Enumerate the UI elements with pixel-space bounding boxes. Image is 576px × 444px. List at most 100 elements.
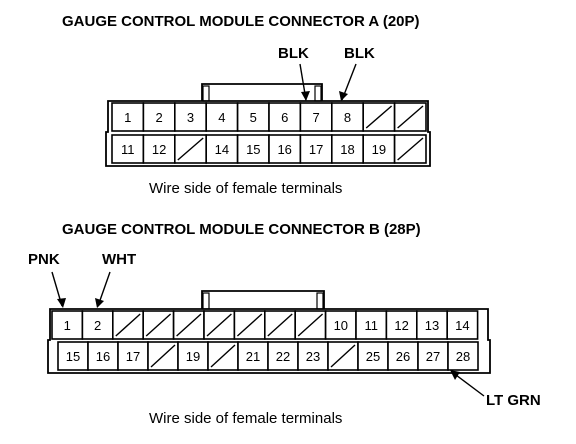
- connector-a-title: GAUGE CONTROL MODULE CONNECTOR A (20P): [62, 13, 420, 30]
- terminal-number: 8: [344, 110, 351, 125]
- blank-cavity: [112, 310, 145, 340]
- connector-a-callout-blk-7: BLK: [278, 45, 309, 62]
- blank-cavity-slash: [330, 344, 356, 368]
- terminal-17: 17: [299, 134, 333, 164]
- connector-b-caption: Wire side of female terminals: [149, 410, 342, 427]
- blank-cavity-slash: [115, 313, 141, 337]
- blank-cavity: [233, 310, 266, 340]
- terminal-11: 11: [111, 134, 145, 164]
- blank-cavity-slash: [267, 313, 293, 337]
- terminal-number: 10: [334, 318, 348, 333]
- terminal-25: 25: [357, 341, 389, 371]
- terminal-number: 5: [250, 110, 257, 125]
- terminal-number: 17: [309, 142, 323, 157]
- terminal-number: 19: [186, 349, 200, 364]
- connector-a-caption: Wire side of female terminals: [149, 180, 342, 197]
- terminal-number: 28: [456, 349, 470, 364]
- blank-cavity-slash: [176, 313, 202, 337]
- connector-a-housing: [105, 100, 431, 167]
- terminal-number: 21: [246, 349, 260, 364]
- terminal-number: 3: [187, 110, 194, 125]
- terminal-number: 14: [455, 318, 469, 333]
- connector-b-callout-wht: WHT: [102, 251, 136, 268]
- terminal-18: 18: [330, 134, 364, 164]
- blank-cavity: [147, 341, 179, 371]
- terminal-19: 19: [362, 134, 396, 164]
- connector-b-title: GAUGE CONTROL MODULE CONNECTOR B (28P): [62, 221, 421, 238]
- terminal-number: 15: [66, 349, 80, 364]
- connector-b-arrow-pnk: [57, 298, 66, 308]
- terminal-8: 8: [330, 102, 364, 132]
- blank-cavity: [294, 310, 327, 340]
- terminal-number: 18: [340, 142, 354, 157]
- terminal-number: 13: [425, 318, 439, 333]
- terminal-10: 10: [324, 310, 357, 340]
- terminal-6: 6: [268, 102, 302, 132]
- connector-b-callout-lt-grn: LT GRN: [486, 392, 541, 409]
- blank-cavity: [207, 341, 239, 371]
- connector-a-arrow-8: [339, 91, 348, 101]
- terminal-number: 6: [281, 110, 288, 125]
- connector-a-bottom-row: 11 12 14 15 16 17 18 19: [111, 134, 427, 164]
- terminal-number: 11: [364, 318, 378, 333]
- terminal-1: 1: [51, 310, 84, 340]
- terminal-number: 2: [155, 110, 162, 125]
- terminal-number: 15: [246, 142, 260, 157]
- blank-cavity: [203, 310, 236, 340]
- terminal-2: 2: [142, 102, 176, 132]
- terminal-28: 28: [447, 341, 479, 371]
- terminal-number: 26: [396, 349, 410, 364]
- terminal-number: 25: [366, 349, 380, 364]
- blank-cavity-slash: [365, 105, 393, 129]
- terminal-17: 17: [117, 341, 149, 371]
- terminal-number: 23: [306, 349, 320, 364]
- terminal-number: 12: [394, 318, 408, 333]
- terminal-15: 15: [57, 341, 89, 371]
- blank-cavity: [362, 102, 396, 132]
- blank-cavity-slash: [297, 313, 324, 337]
- terminal-number: 1: [64, 318, 71, 333]
- terminal-7: 7: [299, 102, 333, 132]
- connector-b-latch: [201, 290, 325, 310]
- terminal-2: 2: [81, 310, 114, 340]
- terminal-number: 4: [218, 110, 225, 125]
- blank-cavity: [172, 310, 205, 340]
- terminal-12: 12: [385, 310, 418, 340]
- terminal-23: 23: [297, 341, 329, 371]
- terminal-number: 7: [312, 110, 319, 125]
- terminal-15: 15: [236, 134, 270, 164]
- blank-cavity-slash: [397, 105, 424, 129]
- connector-a-arrow-7: [301, 91, 310, 101]
- terminal-27: 27: [417, 341, 449, 371]
- terminal-number: 11: [121, 142, 135, 157]
- connector-a-callout-blk-8: BLK: [344, 45, 375, 62]
- blank-cavity-slash: [206, 313, 232, 337]
- blank-cavity-slash: [397, 137, 424, 161]
- blank-cavity-slash: [150, 344, 176, 368]
- terminal-number: 19: [372, 142, 386, 157]
- terminal-14: 14: [205, 134, 239, 164]
- blank-cavity: [327, 341, 359, 371]
- blank-cavity-slash: [236, 313, 263, 337]
- blank-cavity-slash: [145, 313, 172, 337]
- terminal-number: 17: [126, 349, 140, 364]
- terminal-number: 16: [277, 142, 291, 157]
- blank-cavity: [263, 310, 296, 340]
- terminal-3: 3: [174, 102, 208, 132]
- terminal-4: 4: [205, 102, 239, 132]
- blank-cavity-slash: [210, 344, 236, 368]
- terminal-14: 14: [446, 310, 479, 340]
- terminal-16: 16: [87, 341, 119, 371]
- blank-cavity: [142, 310, 175, 340]
- terminal-21: 21: [237, 341, 269, 371]
- connector-b-arrow-lt-grn: [450, 370, 460, 380]
- terminal-number: 12: [152, 142, 166, 157]
- blank-cavity-slash: [177, 137, 204, 161]
- terminal-19: 19: [177, 341, 209, 371]
- blank-cavity: [393, 134, 427, 164]
- terminal-26: 26: [387, 341, 419, 371]
